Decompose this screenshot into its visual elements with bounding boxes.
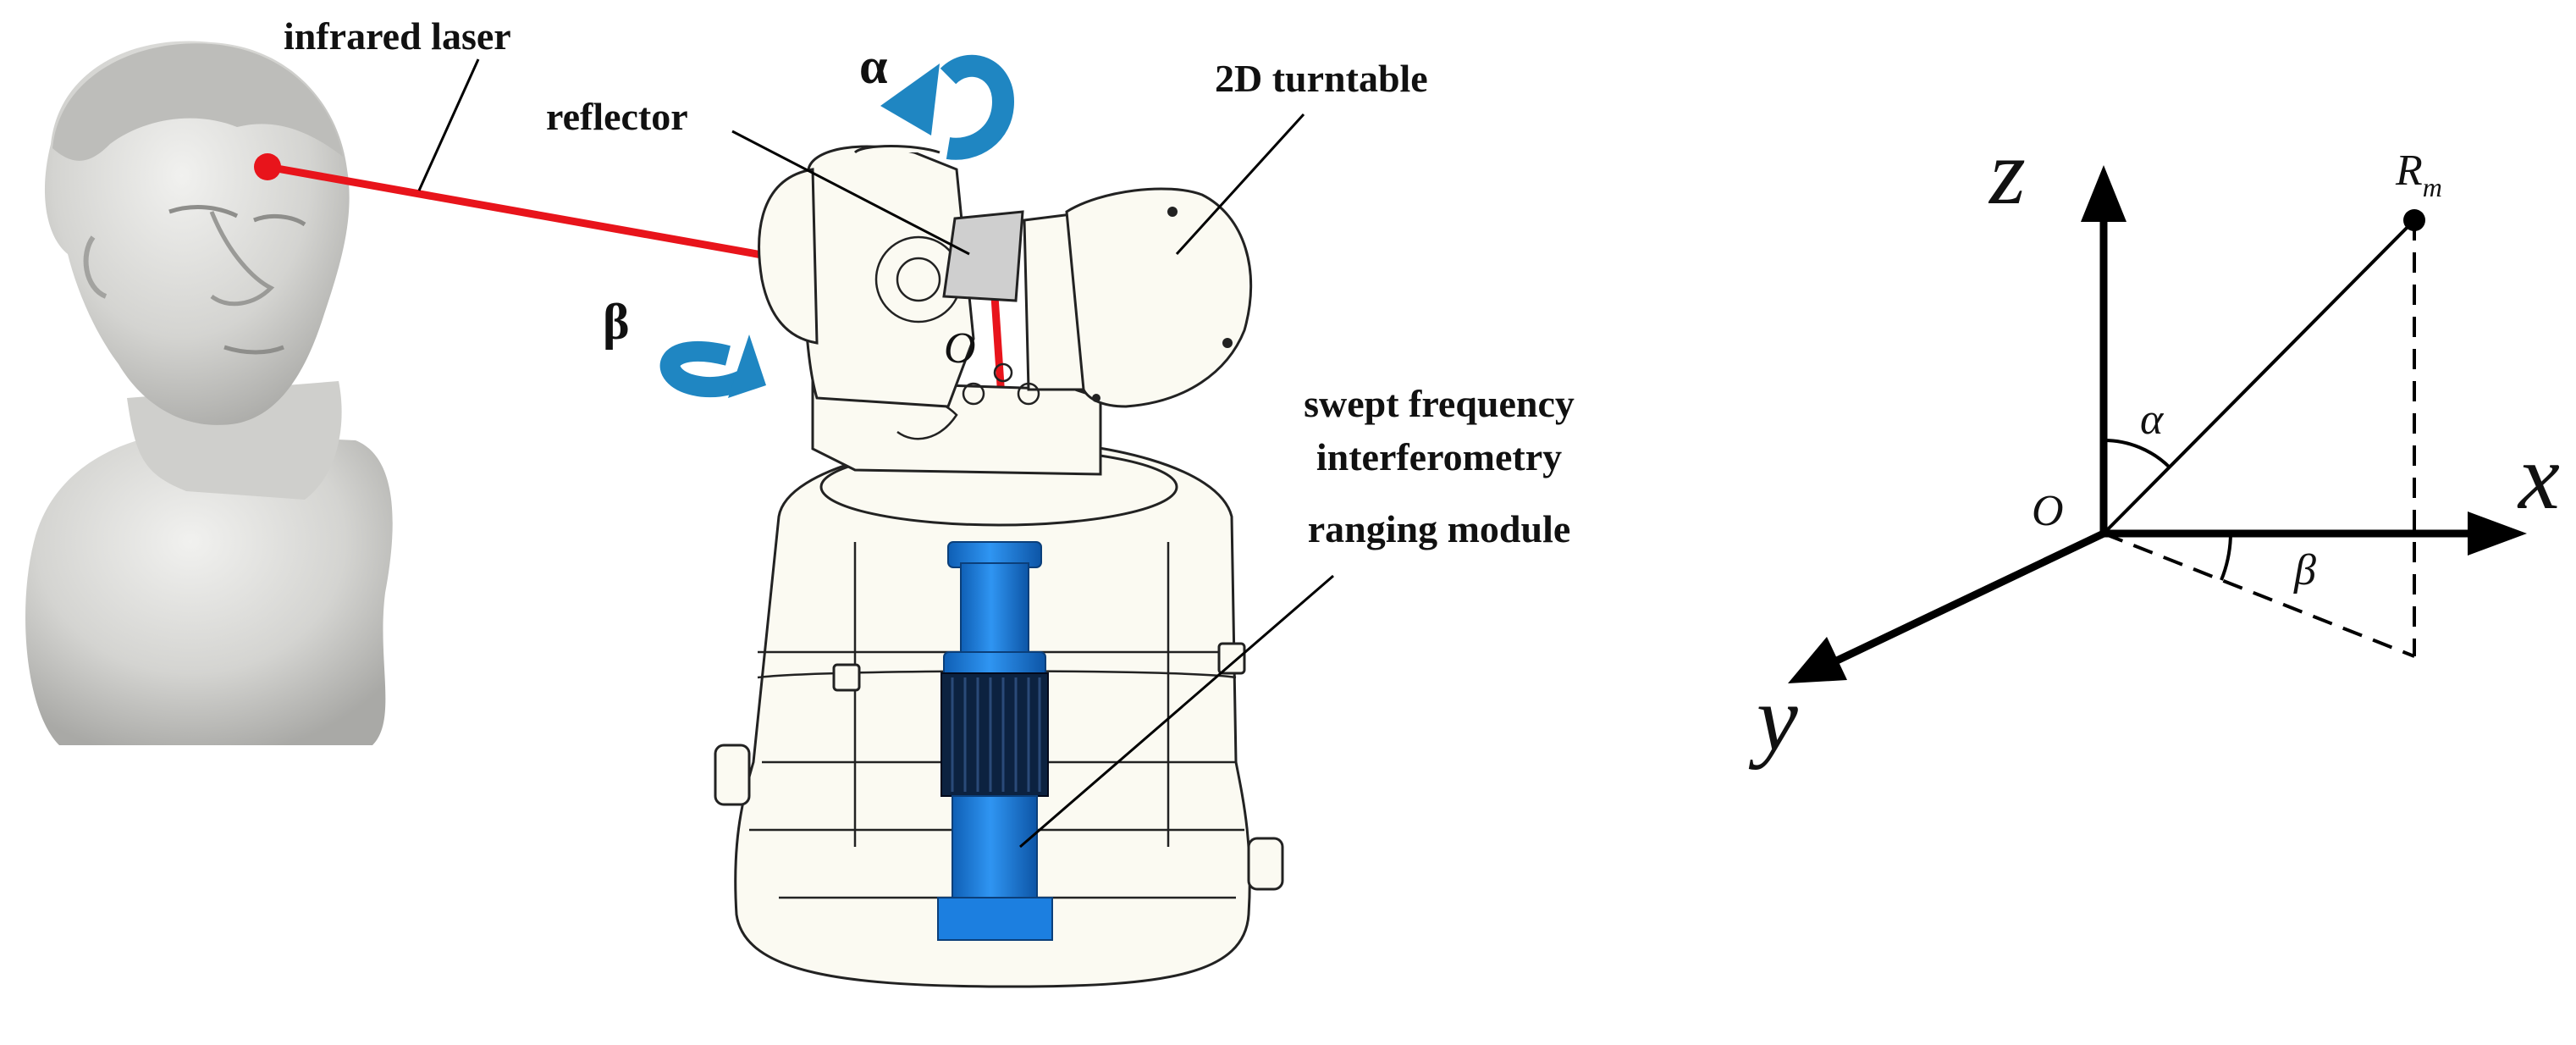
y-axis-arrowhead [1788,637,1847,683]
label-ranging-line-3: ranging module [1308,507,1571,550]
label-ranging-line-2: interferometry [1316,435,1562,478]
leader-turntable [1175,113,1305,256]
label-infrared-laser: infrared laser [284,14,511,58]
leader-infrared-laser [417,58,480,191]
alpha-angle-label: α [2140,395,2165,444]
beta-angle-label: β [2293,546,2316,594]
label-origin-mark: O [944,324,976,373]
reflector-plate [942,210,1024,302]
y-axis [1835,529,2105,665]
marble-bust-image [25,41,393,745]
label-turntable: 2D turntable [1215,57,1428,100]
projection-ground [2103,532,2415,658]
ranging-module [937,541,1053,941]
alpha-angle-arc [2103,438,2171,469]
point-rm-subscript: m [2423,172,2442,202]
origin-label: O [2032,487,2064,535]
label-reflector: reflector [546,95,688,138]
point-rm-marker [2403,209,2425,231]
leader-ranging-module [1019,574,1334,849]
z-axis-label: z [1988,120,2026,224]
beta-angle-arc [2220,533,2232,581]
laser-spot-marker [254,153,281,180]
leader-reflector [731,130,970,256]
coordinate-diagram: z x y O α β Rm [1748,120,2560,770]
y-axis-label: y [1748,666,1798,770]
label-beta-rotation: β [603,294,630,350]
point-rm-letter: R [2395,147,2423,195]
point-rm-label: Rm [2395,147,2442,202]
z-axis-arrowhead [2081,165,2126,222]
label-alpha-rotation: α [859,38,888,94]
label-ranging-line-1: swept frequency [1304,382,1575,425]
vector-to-point [2102,218,2416,535]
x-axis-label: x [2517,425,2560,528]
ranging-module-band [940,672,1049,797]
x-axis-arrowhead [2468,511,2527,556]
curved-rotation-arrow-alpha [880,54,1015,160]
curved-rotation-arrow-beta [659,335,766,398]
